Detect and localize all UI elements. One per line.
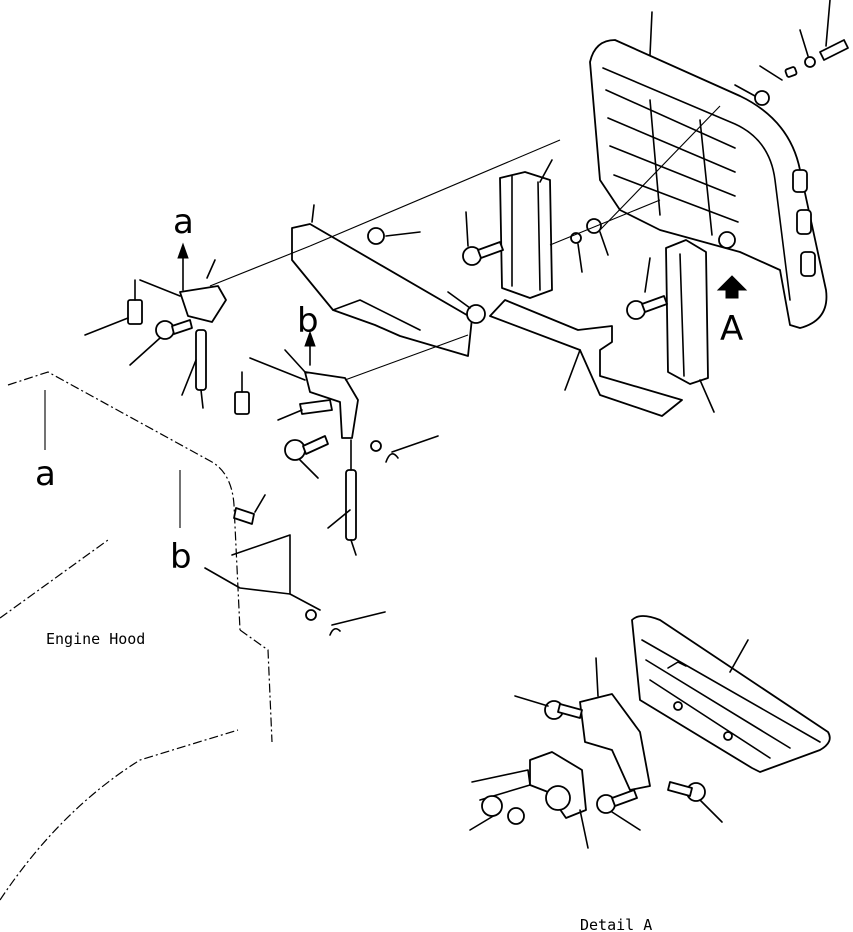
left-hinge-assembly bbox=[84, 242, 227, 409]
detail-a-label: Detail A bbox=[580, 916, 652, 932]
view-arrow-a bbox=[716, 275, 748, 299]
hood-bracket-assembly bbox=[204, 494, 386, 636]
engine-hood-outline bbox=[0, 371, 273, 901]
bolt-icon bbox=[667, 781, 723, 823]
center-hinge-assembly bbox=[234, 330, 439, 556]
grille-panel bbox=[549, 0, 849, 329]
view-label-a: A bbox=[720, 309, 743, 349]
bolt-icon bbox=[626, 257, 668, 320]
engine-hood-label: Engine Hood bbox=[46, 630, 145, 648]
ref-label-a-top: a bbox=[173, 202, 194, 242]
bolt-icon bbox=[234, 371, 250, 415]
bolt-icon bbox=[129, 319, 193, 366]
bolt-icon bbox=[514, 695, 583, 720]
center-plate bbox=[209, 139, 561, 381]
bolt-icon bbox=[596, 789, 641, 831]
nut-icon bbox=[481, 795, 525, 825]
bolt-icon bbox=[84, 279, 143, 336]
ref-label-b-top: b bbox=[297, 301, 319, 341]
ref-label-b-hood: b bbox=[170, 537, 192, 577]
right-side-rail bbox=[626, 239, 715, 413]
ref-label-a-hood: a bbox=[35, 454, 56, 494]
bolt-icon bbox=[284, 435, 329, 479]
bolt-icon bbox=[277, 399, 333, 421]
bolt-icon bbox=[462, 211, 504, 266]
detail-a-view bbox=[469, 615, 831, 849]
